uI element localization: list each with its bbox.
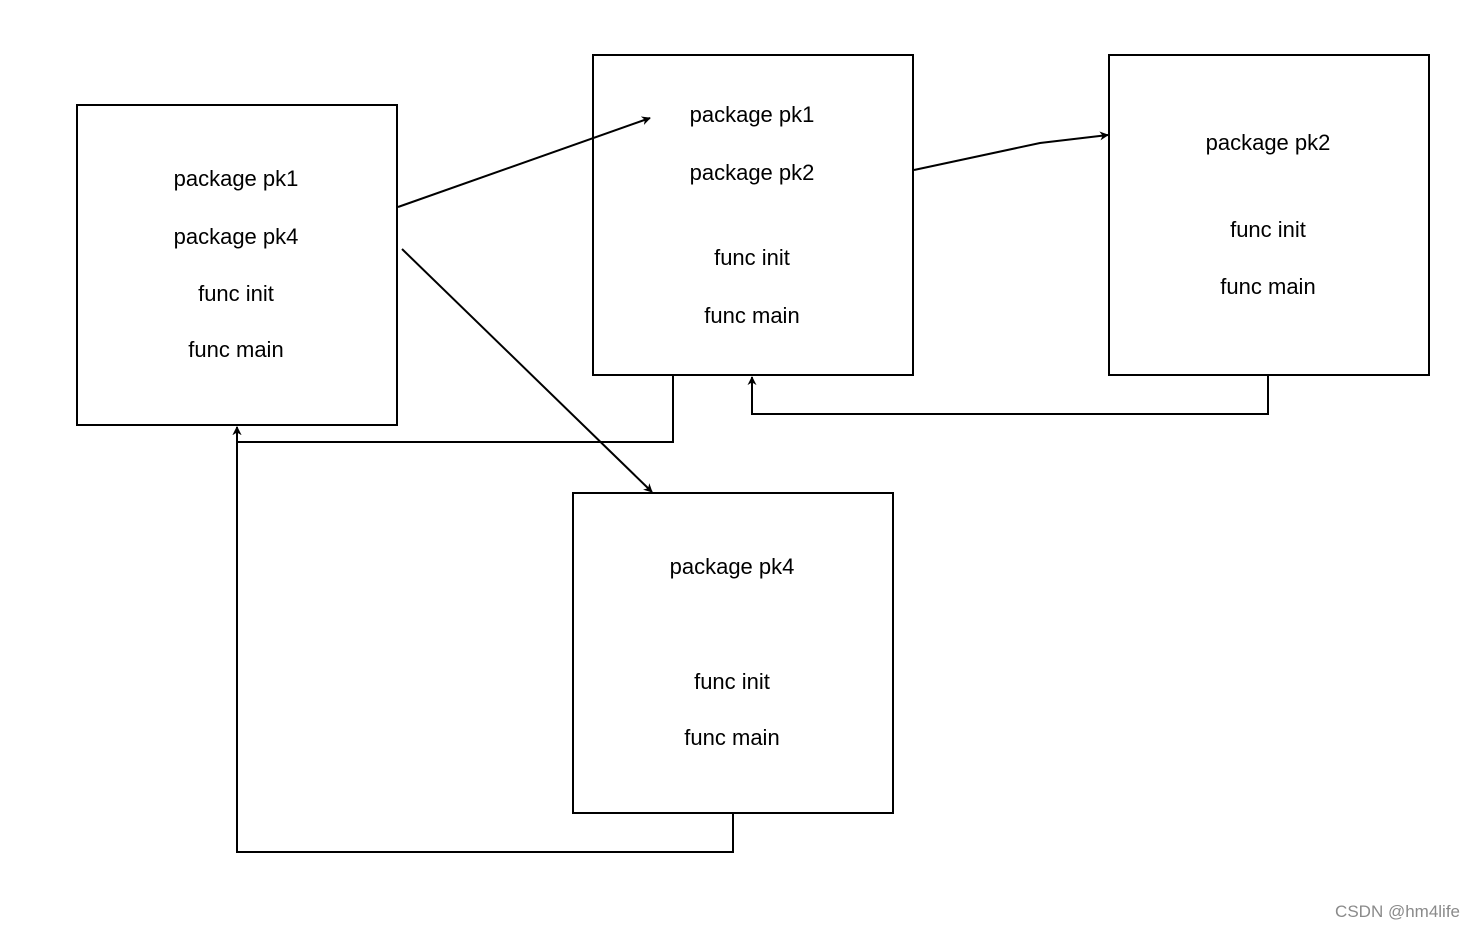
box-pk1-line-4: func main bbox=[704, 303, 799, 328]
box-pk2-line-3: func main bbox=[1220, 274, 1315, 299]
box-pk1: package pk1 package pk2 func init func m… bbox=[592, 54, 914, 376]
arrow-pk4-return-to-main bbox=[232, 426, 734, 853]
box-pk2-line-1: package pk2 bbox=[1206, 130, 1331, 155]
box-pk1-line-2: package pk2 bbox=[690, 160, 815, 185]
box-pk4-line-2: func init bbox=[694, 669, 770, 694]
box-pk1-line-3: func init bbox=[714, 245, 790, 270]
box-pk4: package pk4 func init func main bbox=[572, 492, 894, 814]
box-main-line-1: package pk1 bbox=[174, 166, 299, 191]
box-main-line-2: package pk4 bbox=[174, 224, 299, 249]
watermark-label: CSDN @hm4life bbox=[1335, 902, 1460, 921]
box-pk4-line-3: func main bbox=[684, 725, 779, 750]
arrow-pk1-to-pk2 bbox=[913, 131, 1109, 171]
box-pk1-border bbox=[592, 54, 914, 376]
box-pk2-border bbox=[1108, 54, 1430, 376]
box-pk2-line-2: func init bbox=[1230, 217, 1306, 242]
box-pk4-line-1: package pk4 bbox=[670, 554, 795, 579]
box-pk2: package pk2 func init func main bbox=[1108, 54, 1430, 376]
arrow-main-to-pk1 bbox=[397, 116, 651, 208]
box-main-border bbox=[76, 104, 398, 426]
box-main-line-4: func main bbox=[188, 337, 283, 362]
box-main: package pk1 package pk4 func init func m… bbox=[76, 104, 398, 426]
arrow-main-to-pk4 bbox=[401, 248, 653, 493]
box-main-line-3: func init bbox=[198, 281, 274, 306]
arrow-pk2-return-to-pk1 bbox=[747, 376, 1269, 415]
box-pk4-border bbox=[572, 492, 894, 814]
box-pk1-line-1: package pk1 bbox=[690, 102, 815, 127]
